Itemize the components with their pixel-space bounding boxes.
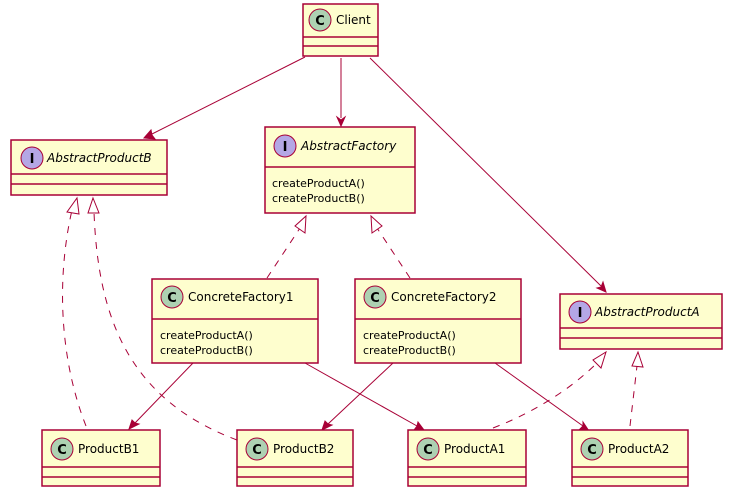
- class-badge-icon: [416, 437, 440, 461]
- class-badge-icon: [308, 8, 332, 32]
- edge-client-to-abstract-product-b: [142, 56, 306, 140]
- class-badge-letter: C: [57, 443, 67, 458]
- interface-name: AbstractProductA: [594, 305, 700, 319]
- class-badge-letter: C: [315, 14, 325, 29]
- interface-badge-letter: I: [30, 152, 35, 167]
- class-product-a1[interactable]: C ProductA1: [407, 429, 527, 487]
- interface-abstract-factory[interactable]: I AbstractFactory createProductA() creat…: [264, 126, 416, 214]
- interface-abstract-product-b[interactable]: I AbstractProductB: [10, 139, 168, 196]
- edge-product-a2-realizes-abstract-product-a: [629, 350, 644, 427]
- class-badge-letter: C: [167, 291, 177, 306]
- class-name: Client: [336, 13, 371, 27]
- class-badge-icon: [363, 285, 387, 309]
- class-name: ConcreteFactory2: [391, 290, 497, 304]
- edge-product-a1-realizes-abstract-product-a: [492, 350, 607, 429]
- edge-product-b1-realizes-abstract-product-b: [62, 196, 87, 427]
- edge-concrete-factory-2-realizes-abstract-factory: [370, 214, 411, 279]
- class-badge-icon: [50, 437, 74, 461]
- class-client[interactable]: C Client: [302, 3, 379, 57]
- class-badge-letter: C: [587, 443, 597, 458]
- class-badge-letter: C: [423, 443, 433, 458]
- class-product-b2[interactable]: C ProductB2: [236, 429, 354, 487]
- interface-badge-icon: [273, 134, 297, 158]
- edge-client-to-abstract-product-a: [369, 57, 607, 293]
- method-create-product-b: createProductB(): [160, 344, 253, 357]
- class-badge-letter: C: [370, 291, 380, 306]
- edge-concrete-factory-1-realizes-abstract-factory: [266, 214, 307, 279]
- class-concrete-factory-2[interactable]: C ConcreteFactory2 createProductA() crea…: [354, 278, 522, 364]
- method-create-product-a: createProductA(): [272, 177, 365, 190]
- class-name: ConcreteFactory1: [188, 290, 294, 304]
- class-name: ProductA2: [608, 442, 669, 456]
- edge-concrete-factory-1-to-product-a1: [304, 362, 425, 431]
- method-create-product-a: createProductA(): [160, 329, 253, 342]
- class-badge-icon: [580, 437, 604, 461]
- interface-badge-icon: [568, 300, 592, 324]
- interface-name: AbstractFactory: [300, 139, 397, 153]
- edge-concrete-factory-2-to-product-a2: [494, 362, 591, 432]
- class-product-a2[interactable]: C ProductA2: [571, 429, 689, 487]
- method-create-product-b: createProductB(): [272, 192, 365, 205]
- interface-name: AbstractProductB: [46, 151, 152, 165]
- class-badge-letter: C: [252, 443, 262, 458]
- interface-badge-letter: I: [283, 140, 288, 155]
- class-name: ProductB2: [273, 442, 334, 456]
- method-create-product-a: createProductA(): [363, 329, 456, 342]
- edge-client-to-abstract-factory: [335, 58, 347, 128]
- method-create-product-b: createProductB(): [363, 344, 456, 357]
- class-badge-icon: [245, 437, 269, 461]
- interface-abstract-product-a[interactable]: I AbstractProductA: [559, 293, 723, 350]
- edge-product-b2-realizes-abstract-product-b: [87, 196, 238, 441]
- class-product-b1[interactable]: C ProductB1: [41, 429, 161, 487]
- class-name: ProductA1: [444, 442, 505, 456]
- interface-badge-letter: I: [578, 306, 583, 321]
- interface-badge-icon: [20, 146, 44, 170]
- edge-concrete-factory-2-to-product-b2: [321, 362, 394, 431]
- class-name: ProductB1: [78, 442, 139, 456]
- class-badge-icon: [160, 285, 184, 309]
- class-concrete-factory-1[interactable]: C ConcreteFactory1 createProductA() crea…: [151, 278, 319, 364]
- edge-concrete-factory-1-to-product-b1: [128, 362, 194, 430]
